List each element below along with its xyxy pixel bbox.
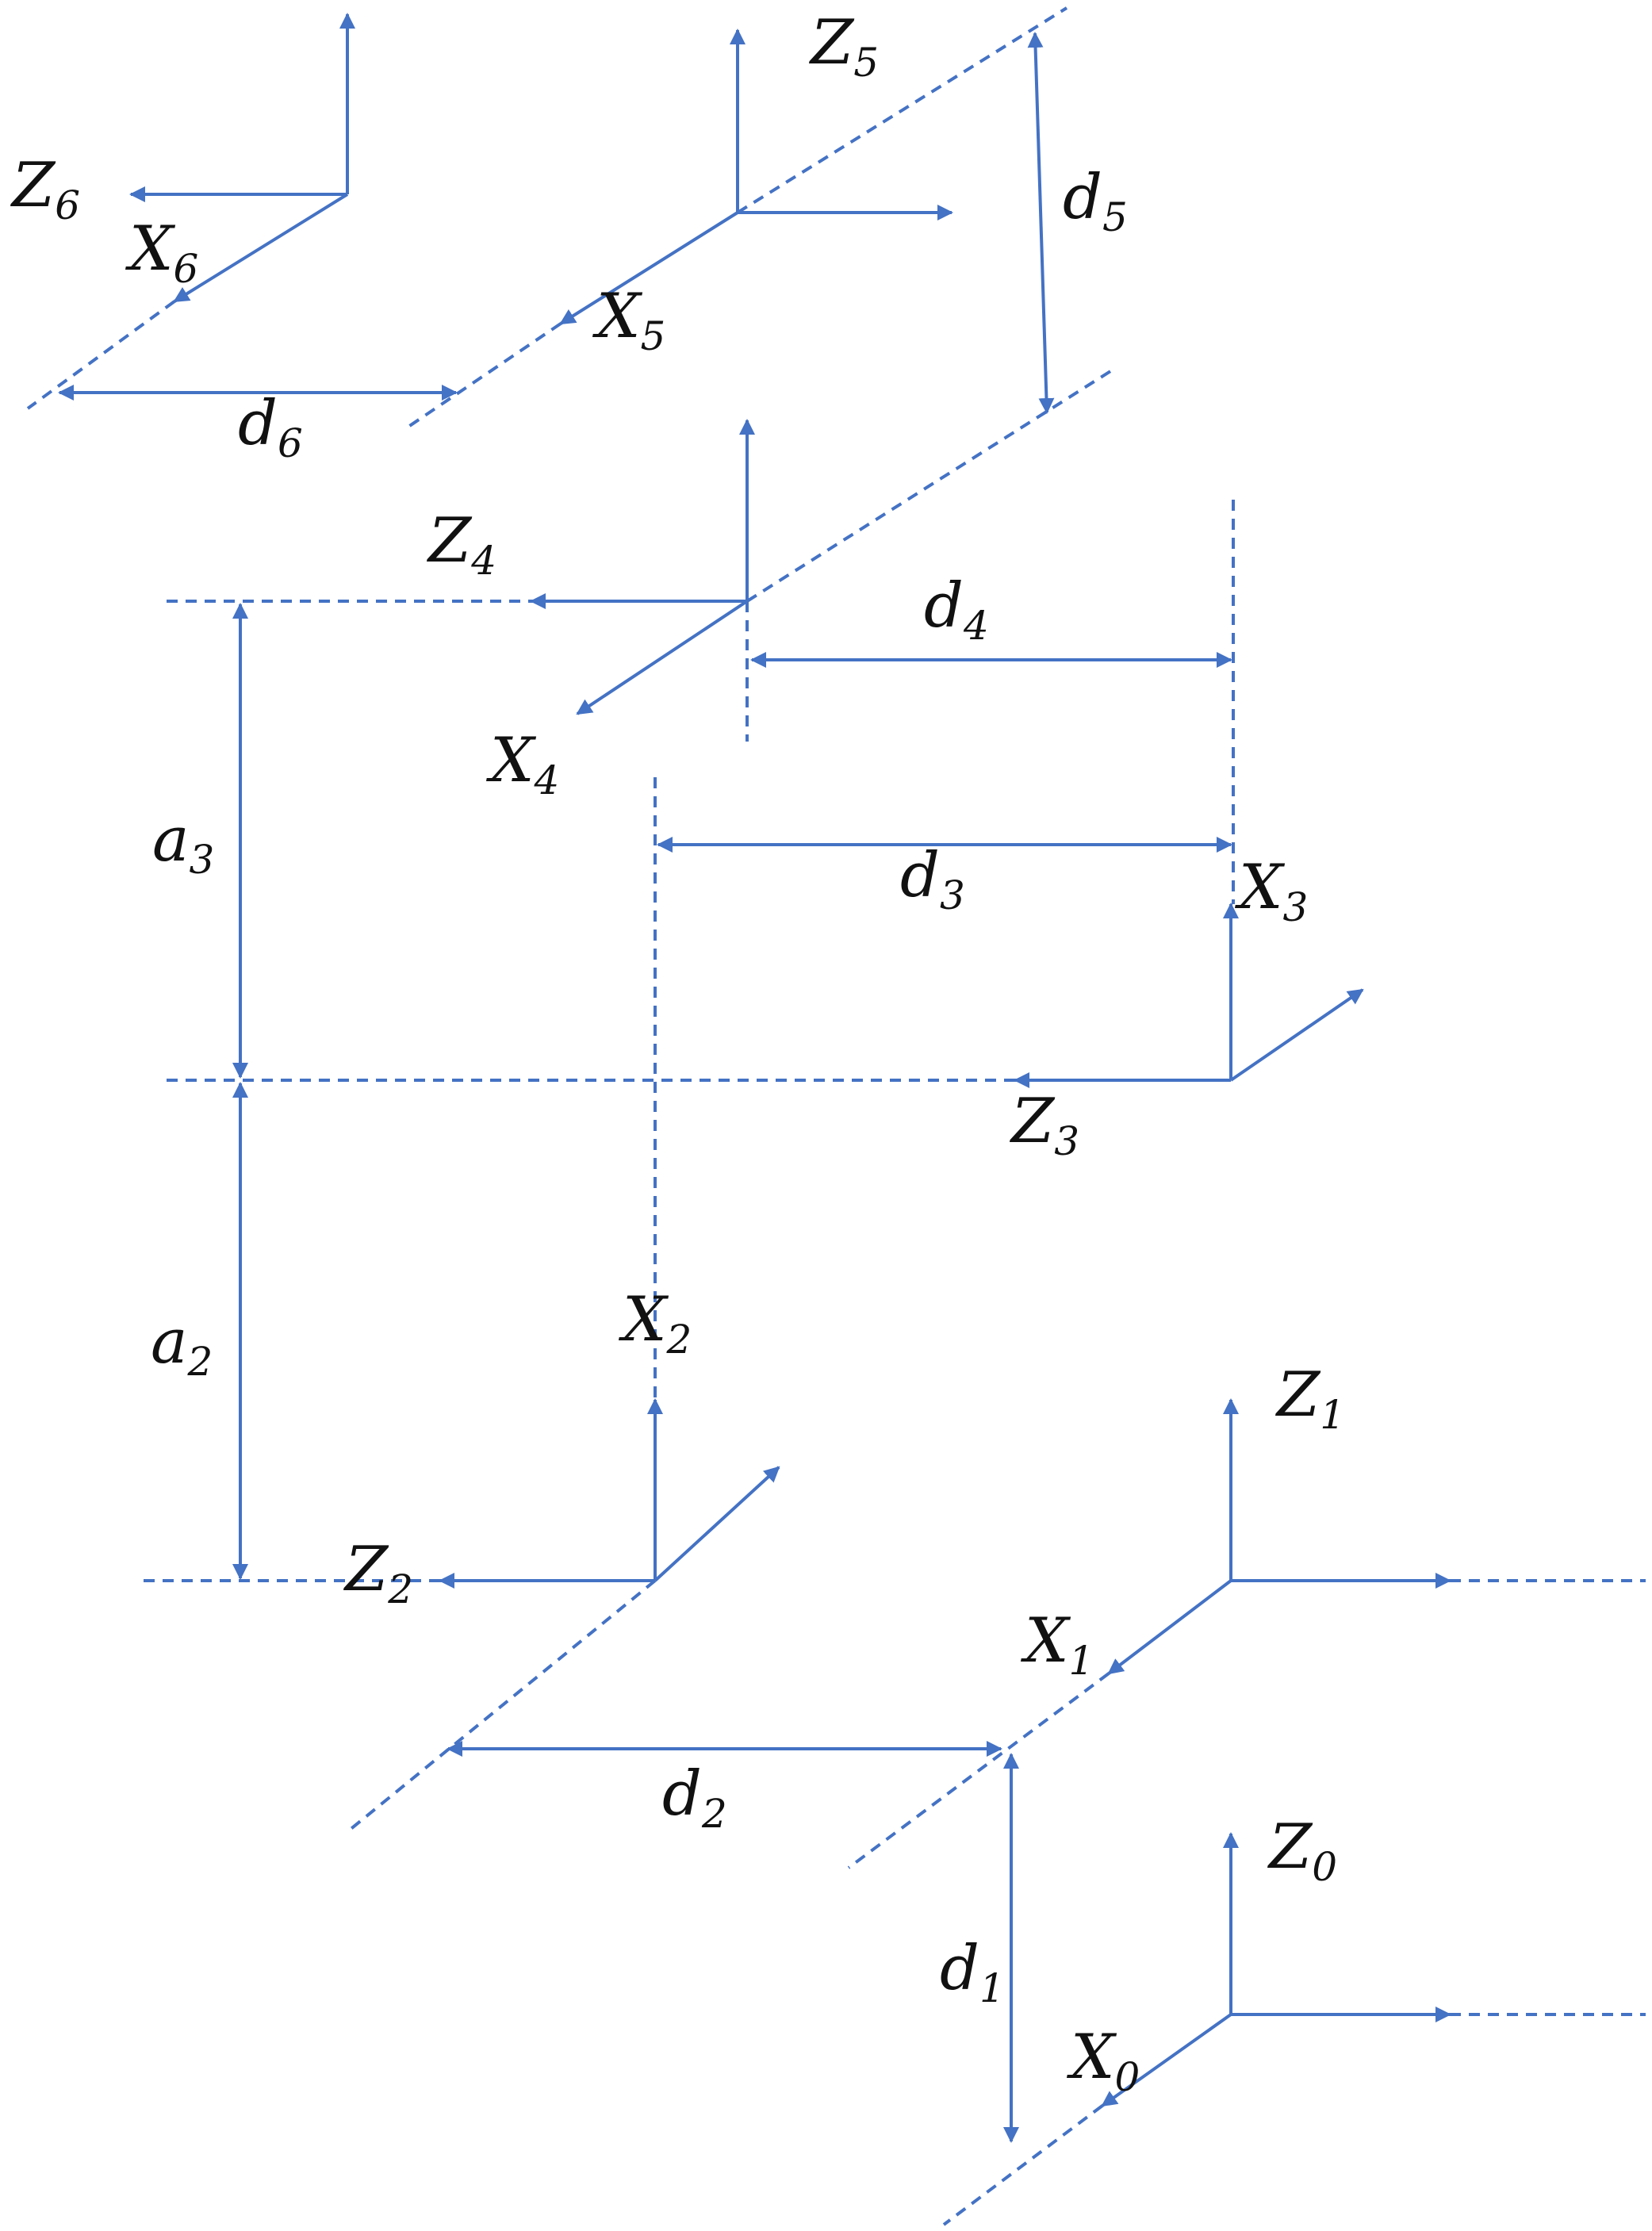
frame4-x-axis bbox=[576, 600, 749, 715]
frame5-guide-dashed-lower bbox=[404, 322, 562, 430]
label-d2: d2 bbox=[662, 1758, 727, 1837]
label-z1: Z1 bbox=[1274, 1359, 1345, 1438]
frame-6 bbox=[26, 13, 355, 410]
frame-5 bbox=[404, 6, 1068, 430]
frame0-x-axis bbox=[1101, 2013, 1232, 2107]
label-d3: d3 bbox=[900, 840, 965, 918]
label-x4: X4 bbox=[485, 725, 559, 803]
frame6-x-axis bbox=[173, 193, 349, 303]
label-a3: a3 bbox=[152, 804, 214, 883]
label-d1: d1 bbox=[940, 1933, 1005, 2011]
frame-3 bbox=[163, 903, 1364, 1088]
frame-0 bbox=[942, 1832, 1646, 2226]
label-x1: X1 bbox=[1020, 1605, 1094, 1684]
d5-dimension-arrow bbox=[1027, 32, 1055, 414]
label-z0: Z0 bbox=[1267, 1811, 1337, 1890]
label-x3: X3 bbox=[1234, 852, 1308, 930]
frame3-y-axis bbox=[1229, 988, 1364, 1082]
label-z6: Z6 bbox=[10, 150, 80, 228]
label-x2: X2 bbox=[618, 1284, 692, 1363]
frame2-y-axis bbox=[654, 1466, 780, 1582]
frame2-guide-dashed-diagonal bbox=[347, 1579, 657, 1832]
label-z3: Z3 bbox=[1009, 1086, 1079, 1164]
frame-4 bbox=[167, 367, 1116, 742]
frame5-x-axis bbox=[559, 211, 739, 325]
label-x6: X6 bbox=[125, 213, 198, 292]
label-d4: d4 bbox=[924, 570, 989, 649]
label-x5: X5 bbox=[592, 281, 665, 359]
label-d5: d5 bbox=[1063, 162, 1128, 240]
label-a2: a2 bbox=[151, 1306, 213, 1385]
label-z2: Z2 bbox=[343, 1534, 413, 1612]
frame5-guide-dashed-upper bbox=[736, 6, 1068, 214]
label-x0: X0 bbox=[1066, 2022, 1140, 2100]
label-z4: Z4 bbox=[426, 505, 496, 584]
label-d6: d6 bbox=[238, 388, 303, 466]
frame4-guide-dashed-upper bbox=[746, 367, 1116, 603]
label-z5: Z5 bbox=[808, 7, 879, 86]
frame1-x-axis bbox=[1107, 1579, 1232, 1675]
frame-1 bbox=[847, 1398, 1646, 1869]
frame-2 bbox=[141, 1398, 780, 1832]
frame1-guide-dashed-diagonal bbox=[847, 1672, 1110, 1869]
frame0-guide-dashed-diagonal bbox=[942, 2104, 1104, 2226]
